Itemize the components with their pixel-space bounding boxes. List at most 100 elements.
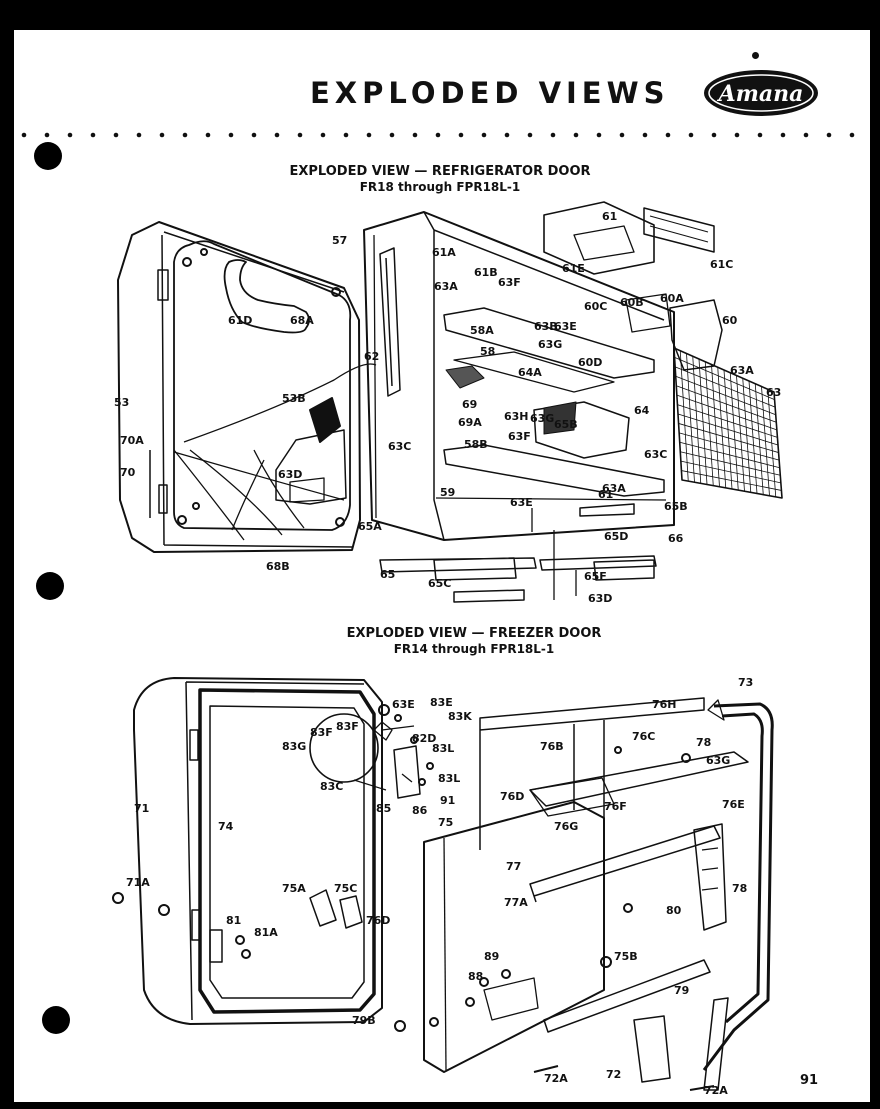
label-65c: 65C	[428, 577, 451, 590]
label-76f: 76F	[604, 800, 627, 813]
label-65f: 65F	[584, 570, 607, 583]
label-63a-lower: 63A	[602, 482, 626, 495]
label-64a: 64A	[518, 366, 542, 379]
label-73: 73	[738, 676, 753, 689]
label-85: 85	[376, 802, 391, 815]
refrigerator-heading-text: EXPLODED VIEW — REFRIGERATOR DOOR	[289, 164, 591, 179]
label-83e: 83E	[430, 696, 453, 709]
label-61c: 61C	[710, 258, 733, 271]
label-78: 78	[732, 882, 747, 895]
parts-catalog-page: EXPLODED VIEWS Amana EXPLODED VIEW — REF…	[14, 30, 870, 1102]
refrigerator-mesh-screen	[673, 347, 783, 499]
label-53b: 53B	[282, 392, 306, 405]
label-64: 64	[634, 404, 650, 417]
label-63g-mid: 63G	[530, 412, 554, 425]
label-91: 91	[440, 794, 455, 807]
label-58b: 58B	[464, 438, 488, 451]
label-63c: 63C	[644, 448, 667, 461]
label-71: 71	[134, 802, 149, 815]
label-65b-mid: 65B	[554, 418, 578, 431]
label-63a: 63A	[730, 364, 754, 377]
label-65a: 65A	[358, 520, 382, 533]
exploded-diagrams: 53 57 58 58A 58B 59 60 60A 60B 60C 60D 6…	[112, 201, 783, 1097]
label-72: 72	[606, 1068, 621, 1081]
label-76b: 76B	[540, 740, 564, 753]
label-66: 66	[668, 532, 684, 545]
label-65: 65	[380, 568, 395, 581]
label-65d: 65D	[604, 530, 628, 543]
label-76c: 76C	[632, 730, 655, 743]
label-63f-lower: 63F	[508, 430, 531, 443]
label-72a-bottom: 72A	[704, 1084, 728, 1097]
binder-hole-2	[36, 572, 64, 600]
label-82d: 82D	[412, 732, 436, 745]
label-63d-lower: 63D	[588, 592, 612, 605]
label-81a: 81A	[254, 926, 278, 939]
freezer-heading-text: EXPLODED VIEW — FREEZER DOOR	[346, 626, 602, 641]
label-61e: 61E	[562, 262, 585, 275]
freezer-inner-liner	[423, 801, 605, 1073]
label-63f: 63F	[498, 276, 521, 289]
page-title: EXPLODED VIEWS	[310, 76, 670, 110]
label-77: 77	[506, 860, 521, 873]
freezer-door-outer-panel	[133, 677, 383, 1025]
label-75b: 75B	[614, 950, 638, 963]
label-69: 69	[462, 398, 477, 411]
label-88: 88	[468, 970, 483, 983]
label-71a: 71A	[126, 876, 150, 889]
label-61d: 61D	[228, 314, 252, 327]
label-59: 59	[440, 486, 455, 499]
label-80: 80	[666, 904, 682, 917]
label-83c: 83C	[320, 780, 343, 793]
label-63a-upper: 63A	[434, 280, 458, 293]
label-70: 70	[120, 466, 136, 479]
ink-dot	[752, 52, 759, 59]
label-74: 74	[218, 820, 234, 833]
label-83g: 83G	[282, 740, 306, 753]
refrigerator-subheading: FR18 through FPR18L-1	[359, 180, 521, 194]
label-57: 57	[332, 234, 347, 247]
label-63e-upper: 63E	[554, 320, 577, 333]
label-70a: 70A	[120, 434, 144, 447]
label-83f-inner: 83F	[336, 720, 359, 733]
label-63d: 63D	[278, 468, 302, 481]
label-72a: 72A	[544, 1072, 568, 1085]
label-76d-lower: 76D	[366, 914, 390, 927]
freezer-heading: EXPLODED VIEW — FREEZER DOOR FR14 throug…	[224, 626, 724, 656]
label-76d: 76D	[500, 790, 524, 803]
label-60c: 60C	[584, 300, 607, 313]
label-60d: 60D	[578, 356, 602, 369]
label-76h: 76H	[652, 698, 677, 711]
label-60a: 60A	[660, 292, 684, 305]
freezer-subheading: FR14 through FPR18L-1	[393, 642, 555, 656]
label-63b: 63B	[534, 320, 558, 333]
label-63g-freezer: 63G	[706, 754, 730, 767]
label-61b: 61B	[474, 266, 498, 279]
label-61: 61	[602, 210, 617, 223]
label-63h: 63H	[504, 410, 529, 423]
label-75: 75	[438, 816, 453, 829]
label-89: 89	[484, 950, 499, 963]
label-75a: 75A	[282, 882, 306, 895]
label-76g: 76G	[554, 820, 578, 833]
label-83l-lower: 83L	[438, 772, 460, 785]
label-69a: 69A	[458, 416, 482, 429]
binder-hole-1	[34, 142, 62, 170]
label-68b: 68B	[266, 560, 290, 573]
label-61-lower: 61	[598, 488, 613, 501]
perforation-dots	[21, 132, 855, 138]
label-53: 53	[114, 396, 129, 409]
label-78-upper: 78	[696, 736, 711, 749]
page-number: 91	[800, 1073, 819, 1088]
label-83l: 83L	[432, 742, 454, 755]
label-79b: 79B	[352, 1014, 376, 1027]
label-60b: 60B	[620, 296, 644, 309]
label-62: 62	[364, 350, 379, 363]
label-83k: 83K	[448, 710, 472, 723]
label-75c: 75C	[334, 882, 357, 895]
label-77a: 77A	[504, 896, 528, 909]
refrigerator-heading: EXPLODED VIEW — REFRIGERATOR DOOR FR18 t…	[190, 164, 690, 194]
label-58: 58	[480, 345, 495, 358]
label-79: 79	[674, 984, 689, 997]
label-83f: 83F	[310, 726, 333, 739]
